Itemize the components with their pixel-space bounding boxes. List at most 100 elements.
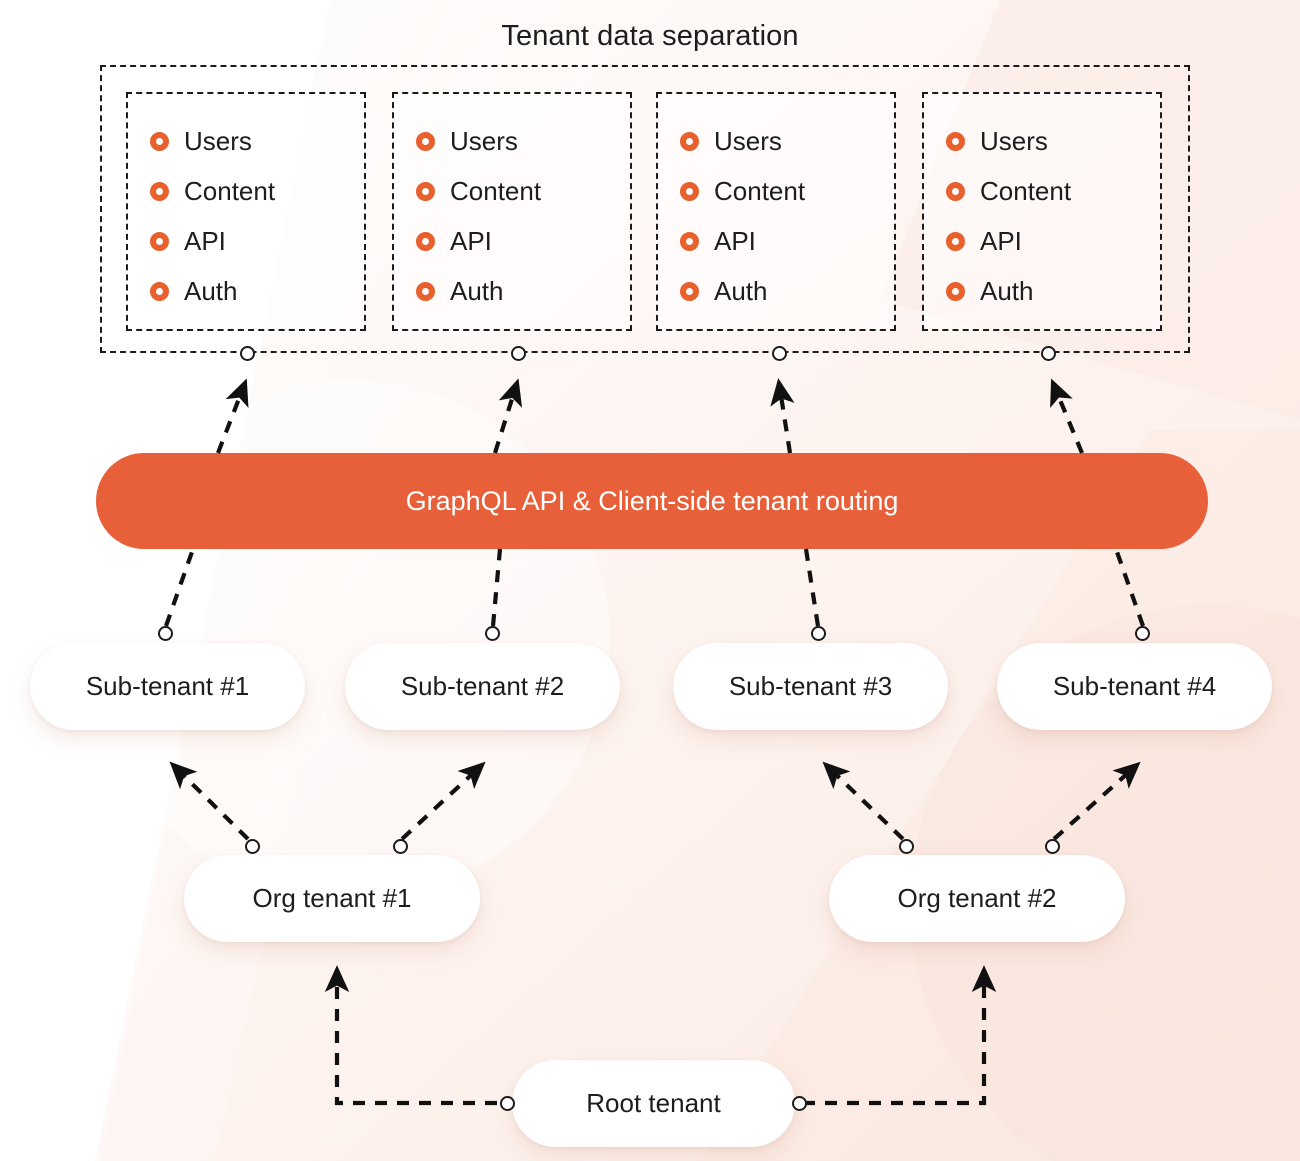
tenant-box-3: Users Content API Auth — [656, 92, 896, 331]
ring-bullet-icon — [416, 281, 435, 301]
tenant-item-api: API — [946, 216, 1150, 266]
edge-sub-tenant-2-to-bar — [490, 548, 503, 627]
root-tenant-node[interactable]: Root tenant — [512, 1060, 795, 1147]
sub-tenant-1-label: Sub-tenant #1 — [85, 671, 250, 701]
connector-anchor-org-tenant-1-right[interactable] — [393, 839, 408, 854]
tenant-item-auth: Auth — [416, 266, 620, 316]
ring-bullet-icon — [416, 231, 435, 251]
tenant-item-label: Auth — [184, 276, 238, 306]
ring-bullet-icon — [416, 181, 435, 201]
tenant-item-label: Auth — [714, 276, 768, 306]
sub-tenant-node-4[interactable]: Sub-tenant #4 — [997, 643, 1272, 730]
tenant-item-label: API — [450, 226, 492, 256]
edge-sub-tenant-4-to-bar — [1114, 548, 1145, 627]
connector-anchor-tenant-box-3[interactable] — [772, 346, 787, 361]
ring-bullet-icon — [946, 231, 965, 251]
ring-bullet-icon — [150, 181, 169, 201]
connector-anchor-org-tenant-2-right[interactable] — [1045, 839, 1060, 854]
tenant-item-users: Users — [150, 116, 354, 166]
connector-anchor-tenant-box-1[interactable] — [240, 346, 255, 361]
org-tenant-node-2[interactable]: Org tenant #2 — [829, 855, 1125, 942]
connector-anchor-sub-tenant-4[interactable] — [1135, 626, 1150, 641]
org-tenant-1-label: Org tenant #1 — [252, 883, 412, 913]
ring-bullet-icon — [946, 131, 965, 151]
ring-bullet-icon — [946, 281, 965, 301]
tenant-box-1-items: Users Content API Auth — [150, 116, 354, 316]
tenant-box-1: Users Content API Auth — [126, 92, 366, 331]
sub-tenant-node-3[interactable]: Sub-tenant #3 — [673, 643, 948, 730]
sub-tenant-3-label: Sub-tenant #3 — [728, 671, 893, 701]
tenant-item-label: Auth — [980, 276, 1034, 306]
tenant-box-4: Users Content API Auth — [922, 92, 1162, 331]
edge-root-tenant-to-org-tenant-2 — [803, 965, 997, 1106]
edge-bar-to-tenant-box-2 — [492, 378, 523, 454]
sub-tenant-node-2[interactable]: Sub-tenant #2 — [345, 643, 620, 730]
ring-bullet-icon — [416, 131, 435, 151]
connector-anchor-tenant-box-2[interactable] — [511, 346, 526, 361]
tenant-item-content: Content — [680, 166, 884, 216]
org-tenant-2-label: Org tenant #2 — [897, 883, 1057, 913]
tenant-item-users: Users — [946, 116, 1150, 166]
connector-anchor-org-tenant-2-left[interactable] — [899, 839, 914, 854]
ring-bullet-icon — [946, 181, 965, 201]
tenant-item-label: API — [184, 226, 226, 256]
tenant-item-label: Users — [980, 126, 1048, 156]
connector-anchor-root-tenant-left[interactable] — [500, 1096, 515, 1111]
sub-tenant-2-label: Sub-tenant #2 — [400, 671, 565, 701]
tenant-box-2-items: Users Content API Auth — [416, 116, 620, 316]
tenant-item-label: Users — [184, 126, 252, 156]
edge-org-tenant-2-to-sub-tenant-4 — [1052, 761, 1141, 841]
tenant-item-users: Users — [416, 116, 620, 166]
tenant-item-label: Content — [714, 176, 806, 206]
connector-anchor-tenant-box-4[interactable] — [1041, 346, 1056, 361]
tenant-data-separation-group — [100, 65, 1190, 353]
edge-sub-tenant-3-to-bar — [803, 548, 821, 627]
tenant-item-auth: Auth — [680, 266, 884, 316]
tenant-item-label: Users — [714, 126, 782, 156]
tenant-item-api: API — [680, 216, 884, 266]
tenant-item-label: API — [714, 226, 756, 256]
connector-anchor-sub-tenant-3[interactable] — [811, 626, 826, 641]
edge-bar-to-tenant-box-3 — [770, 378, 795, 454]
edge-bar-to-tenant-box-4 — [1050, 378, 1084, 454]
ring-bullet-icon — [680, 131, 699, 151]
tenant-item-label: Content — [450, 176, 542, 206]
edge-bar-to-tenant-box-1 — [216, 378, 249, 454]
ring-bullet-icon — [680, 181, 699, 201]
connector-anchor-sub-tenant-1[interactable] — [158, 626, 173, 641]
tenant-item-label: Content — [980, 176, 1072, 206]
tenant-box-4-items: Users Content API Auth — [946, 116, 1150, 316]
tenant-item-users: Users — [680, 116, 884, 166]
tenant-item-content: Content — [150, 166, 354, 216]
edge-sub-tenant-1-to-bar — [164, 548, 195, 627]
edge-root-tenant-to-org-tenant-1 — [324, 965, 497, 1106]
connector-anchor-sub-tenant-2[interactable] — [485, 626, 500, 641]
tenant-item-auth: Auth — [150, 266, 354, 316]
tenant-item-label: API — [980, 226, 1022, 256]
tenant-item-api: API — [416, 216, 620, 266]
tenant-box-2: Users Content API Auth — [392, 92, 632, 331]
ring-bullet-icon — [680, 231, 699, 251]
tenant-item-label: Auth — [450, 276, 504, 306]
tenant-item-content: Content — [946, 166, 1150, 216]
tenant-item-auth: Auth — [946, 266, 1150, 316]
edge-org-tenant-1-to-sub-tenant-1 — [169, 761, 250, 841]
sub-tenant-4-label: Sub-tenant #4 — [1052, 671, 1217, 701]
graphql-api-bar[interactable]: GraphQL API & Client-side tenant routing — [96, 453, 1208, 549]
graphql-api-bar-label: GraphQL API & Client-side tenant routing — [405, 485, 899, 516]
ring-bullet-icon — [150, 131, 169, 151]
page-title: Tenant data separation — [501, 20, 799, 52]
edge-org-tenant-1-to-sub-tenant-2 — [400, 761, 486, 841]
org-tenant-node-1[interactable]: Org tenant #1 — [184, 855, 480, 942]
tenant-item-label: Users — [450, 126, 518, 156]
ring-bullet-icon — [680, 281, 699, 301]
connector-anchor-root-tenant-right[interactable] — [792, 1096, 807, 1111]
tenant-item-api: API — [150, 216, 354, 266]
connector-anchor-org-tenant-1-left[interactable] — [245, 839, 260, 854]
tenant-box-3-items: Users Content API Auth — [680, 116, 884, 316]
sub-tenant-node-1[interactable]: Sub-tenant #1 — [30, 643, 305, 730]
ring-bullet-icon — [150, 281, 169, 301]
tenant-item-content: Content — [416, 166, 620, 216]
ring-bullet-icon — [150, 231, 169, 251]
